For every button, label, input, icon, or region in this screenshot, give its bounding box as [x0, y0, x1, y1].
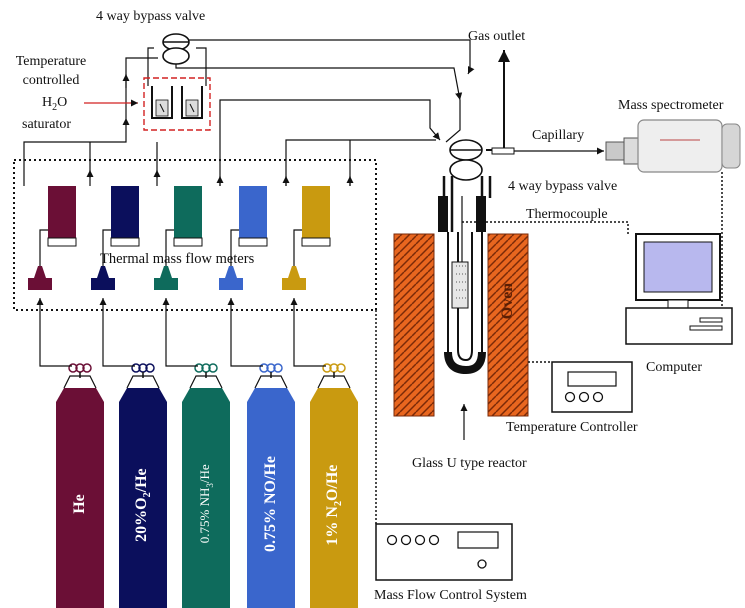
right-bypass-valve-label: 4 way bypass valve [508, 179, 618, 194]
cylinder-feed-lines [36, 298, 326, 367]
cylinder-no-label: 0.75% NO/He [262, 456, 279, 552]
mass-flow-control-label: Mass Flow Control System [374, 588, 527, 603]
temperature-controller-label: Temperature Controller [506, 420, 638, 435]
temp-controlled-label-2: controlled [22, 73, 80, 88]
cylinder-he-label: He [71, 494, 88, 514]
mass-flow-controllers [28, 266, 306, 290]
mass-spectrometer-label: Mass spectrometer [618, 98, 724, 113]
gas-cylinders [56, 375, 358, 608]
top-bypass-valve [162, 33, 190, 65]
reactor-label: Glass U type reactor [412, 456, 527, 471]
cylinder-o2-label: 20%O2/He [132, 468, 154, 542]
oven-label: Oven [499, 282, 516, 320]
h2o-saturator [143, 77, 211, 131]
h2o-o: O [57, 95, 68, 110]
mass-spectrometer [605, 119, 741, 173]
flow-meter-enclosure [13, 159, 377, 311]
computer-label: Computer [646, 360, 702, 375]
thermal-mass-flow-meters [47, 186, 331, 247]
h2o-subscript: 2 [52, 101, 58, 113]
thermocouple-signal-line [462, 221, 629, 234]
oven-left-wall [393, 233, 435, 417]
meter-outlet-lines [23, 99, 441, 186]
right-bypass-valve [449, 139, 483, 181]
temperature-controller [551, 361, 633, 413]
h2o-h: H [42, 95, 53, 110]
top-bypass-valve-label: 4 way bypass valve [96, 9, 206, 24]
gas-outlet-label: Gas outlet [468, 29, 526, 44]
mass-flow-control-box [375, 523, 513, 581]
capillary-label: Capillary [532, 128, 585, 143]
computer [625, 233, 733, 345]
top-bypass-lines [122, 39, 475, 143]
cylinder-nh3-label: 0.75% NH3/He [197, 464, 215, 544]
thermocouple-label: Thermocouple [526, 207, 608, 222]
saturator-label: saturator [22, 117, 71, 132]
flow-meters-label: Thermal mass flow meters [100, 251, 255, 267]
temp-controlled-label-1: Temperature [15, 54, 87, 69]
meter-feed-lines [39, 229, 302, 266]
cylinder-valves [68, 363, 346, 378]
cylinder-n2o-label: 1% N2O/He [323, 464, 345, 546]
reactor-tube-tops [438, 196, 486, 232]
h2o-label: H2O [42, 95, 67, 113]
oven-right-wall [487, 233, 529, 417]
